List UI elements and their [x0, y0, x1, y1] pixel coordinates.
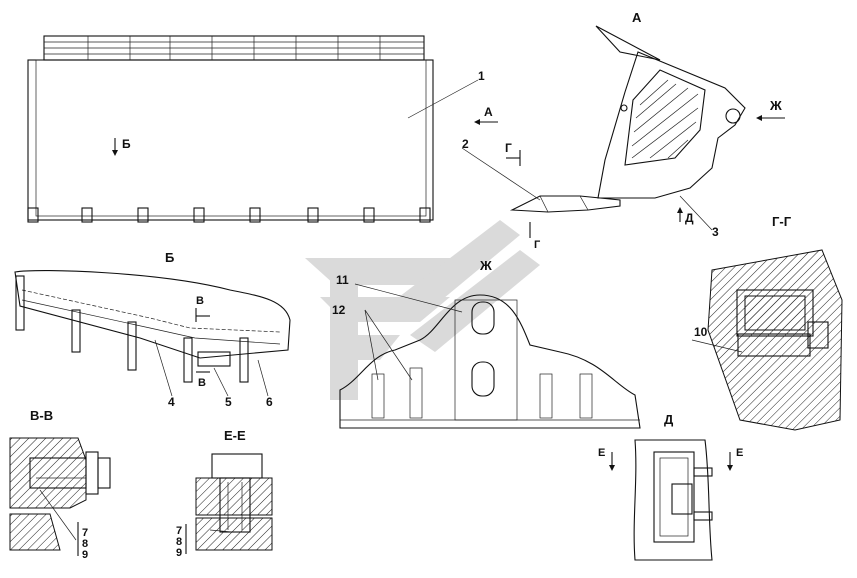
view-label-b: Б: [165, 250, 174, 265]
view-b-blade: Б В В 4 5 6: [14, 250, 291, 409]
view-label-zh-arrow: Ж: [769, 98, 782, 113]
bucket-front-view: 1 Б: [27, 35, 485, 223]
view-label-ee: Е-Е: [224, 428, 246, 443]
section-mark-v2: В: [198, 377, 206, 389]
callout-10: 10: [694, 325, 708, 339]
section-v-v: В-В 7 8 9: [9, 408, 111, 561]
view-arrow-b: Б: [122, 137, 131, 151]
section-e-e: Е-Е 7 8 9: [176, 428, 273, 559]
callout-6: 6: [266, 395, 273, 409]
callout-4: 4: [168, 395, 175, 409]
ee-callout-8: 8: [176, 536, 182, 548]
watermark-logo: [305, 220, 540, 400]
view-zh-frame: Ж 11 12: [332, 258, 641, 429]
callout-1: 1: [478, 69, 485, 83]
view-label-a: А: [632, 10, 642, 25]
callout-3: 3: [712, 225, 719, 239]
section-mark-e1: Е: [598, 447, 605, 459]
section-mark-g2: Г: [534, 239, 541, 251]
callout-2: 2: [462, 137, 469, 151]
callout-12: 12: [332, 303, 346, 317]
top-rail: [43, 35, 425, 61]
view-label-vv: В-В: [30, 408, 53, 423]
view-label-zh: Ж: [479, 258, 492, 273]
section-g-g: Г-Г 10: [691, 214, 843, 431]
section-mark-g1: Г: [505, 141, 512, 155]
vv-callout-8: 8: [82, 538, 88, 550]
section-mark-v1: В: [196, 295, 204, 307]
view-label-d: Д: [664, 412, 674, 427]
teeth-row: [27, 207, 431, 223]
view-arrow-a: А: [484, 105, 493, 119]
callout-5: 5: [225, 395, 232, 409]
callout-11: 11: [336, 273, 349, 287]
view-d: Д Е Е: [598, 412, 743, 561]
vv-callout-9: 9: [82, 549, 88, 561]
view-arrow-d: Д: [685, 211, 694, 225]
ee-callout-7: 7: [176, 525, 182, 537]
bucket-side-view: А Ж А Г Г 2 3 Д: [461, 10, 785, 251]
section-mark-e2: Е: [736, 447, 743, 459]
vv-callout-7: 7: [82, 527, 88, 539]
ee-callout-9: 9: [176, 547, 182, 559]
side-hatching: [631, 79, 699, 159]
view-label-gg: Г-Г: [772, 214, 792, 229]
